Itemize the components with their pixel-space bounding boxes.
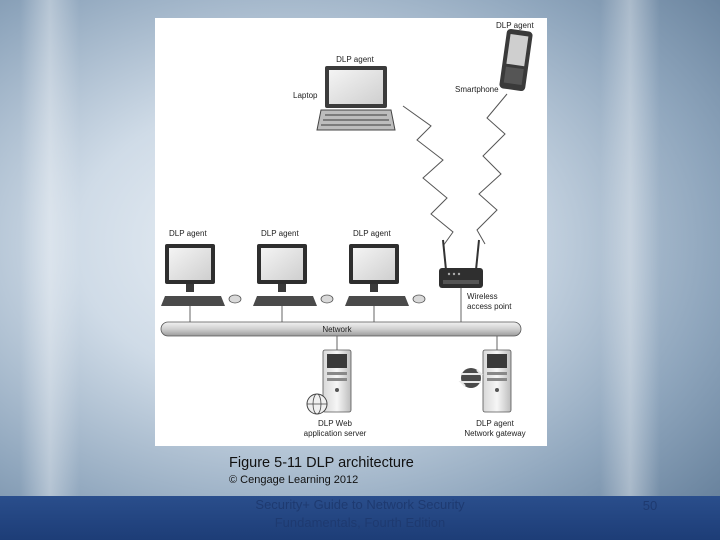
copyright-text: © Cengage Learning 2012 [229,474,359,486]
dlp-web-server [322,349,352,413]
workstation-3 [345,244,426,306]
smartphone-agent-label: DLP agent [496,21,534,30]
workstation-1 [161,244,242,306]
laptop [316,66,396,131]
background-streak [20,0,80,500]
smartphone [499,29,533,91]
workstation-1-agent-label: DLP agent [169,229,207,238]
access-point-label-line1: Wireless [467,292,498,301]
globe-icon [306,393,328,415]
smartphone-label: Smartphone [455,85,499,94]
dlp-architecture-diagram: DLP agent Smartphone DLP agent Laptop DL… [155,18,547,446]
workstation-2-agent-label: DLP agent [261,229,299,238]
laptop-label: Laptop [293,91,318,100]
workstation-2 [253,244,334,306]
gateway-label-line1: DLP agent [476,419,514,428]
network-label: Network [322,325,352,334]
footer-bar: Security+ Guide to Network Security Fund… [0,496,720,540]
laptop-agent-label: DLP agent [336,55,374,64]
slide-number: 50 [642,498,658,513]
access-point-label-line2: access point [467,302,512,311]
gateway-label-line2: Network gateway [464,429,525,438]
workstation-3-agent-label: DLP agent [353,229,391,238]
figure-caption: Figure 5-11 DLP architecture [229,455,414,471]
web-server-label-line1: DLP Web [318,419,352,428]
smartphone-wireless-signal [476,93,508,245]
wireless-access-point [439,239,483,288]
background-streak [600,0,660,500]
web-server-label-line2: application server [304,429,367,438]
footer-title: Security+ Guide to Network Security Fund… [255,497,465,530]
network-bus [160,321,522,337]
gateway-arrows-icon [458,368,484,388]
dlp-network-gateway [482,349,512,413]
laptop-wireless-signal [402,105,454,247]
